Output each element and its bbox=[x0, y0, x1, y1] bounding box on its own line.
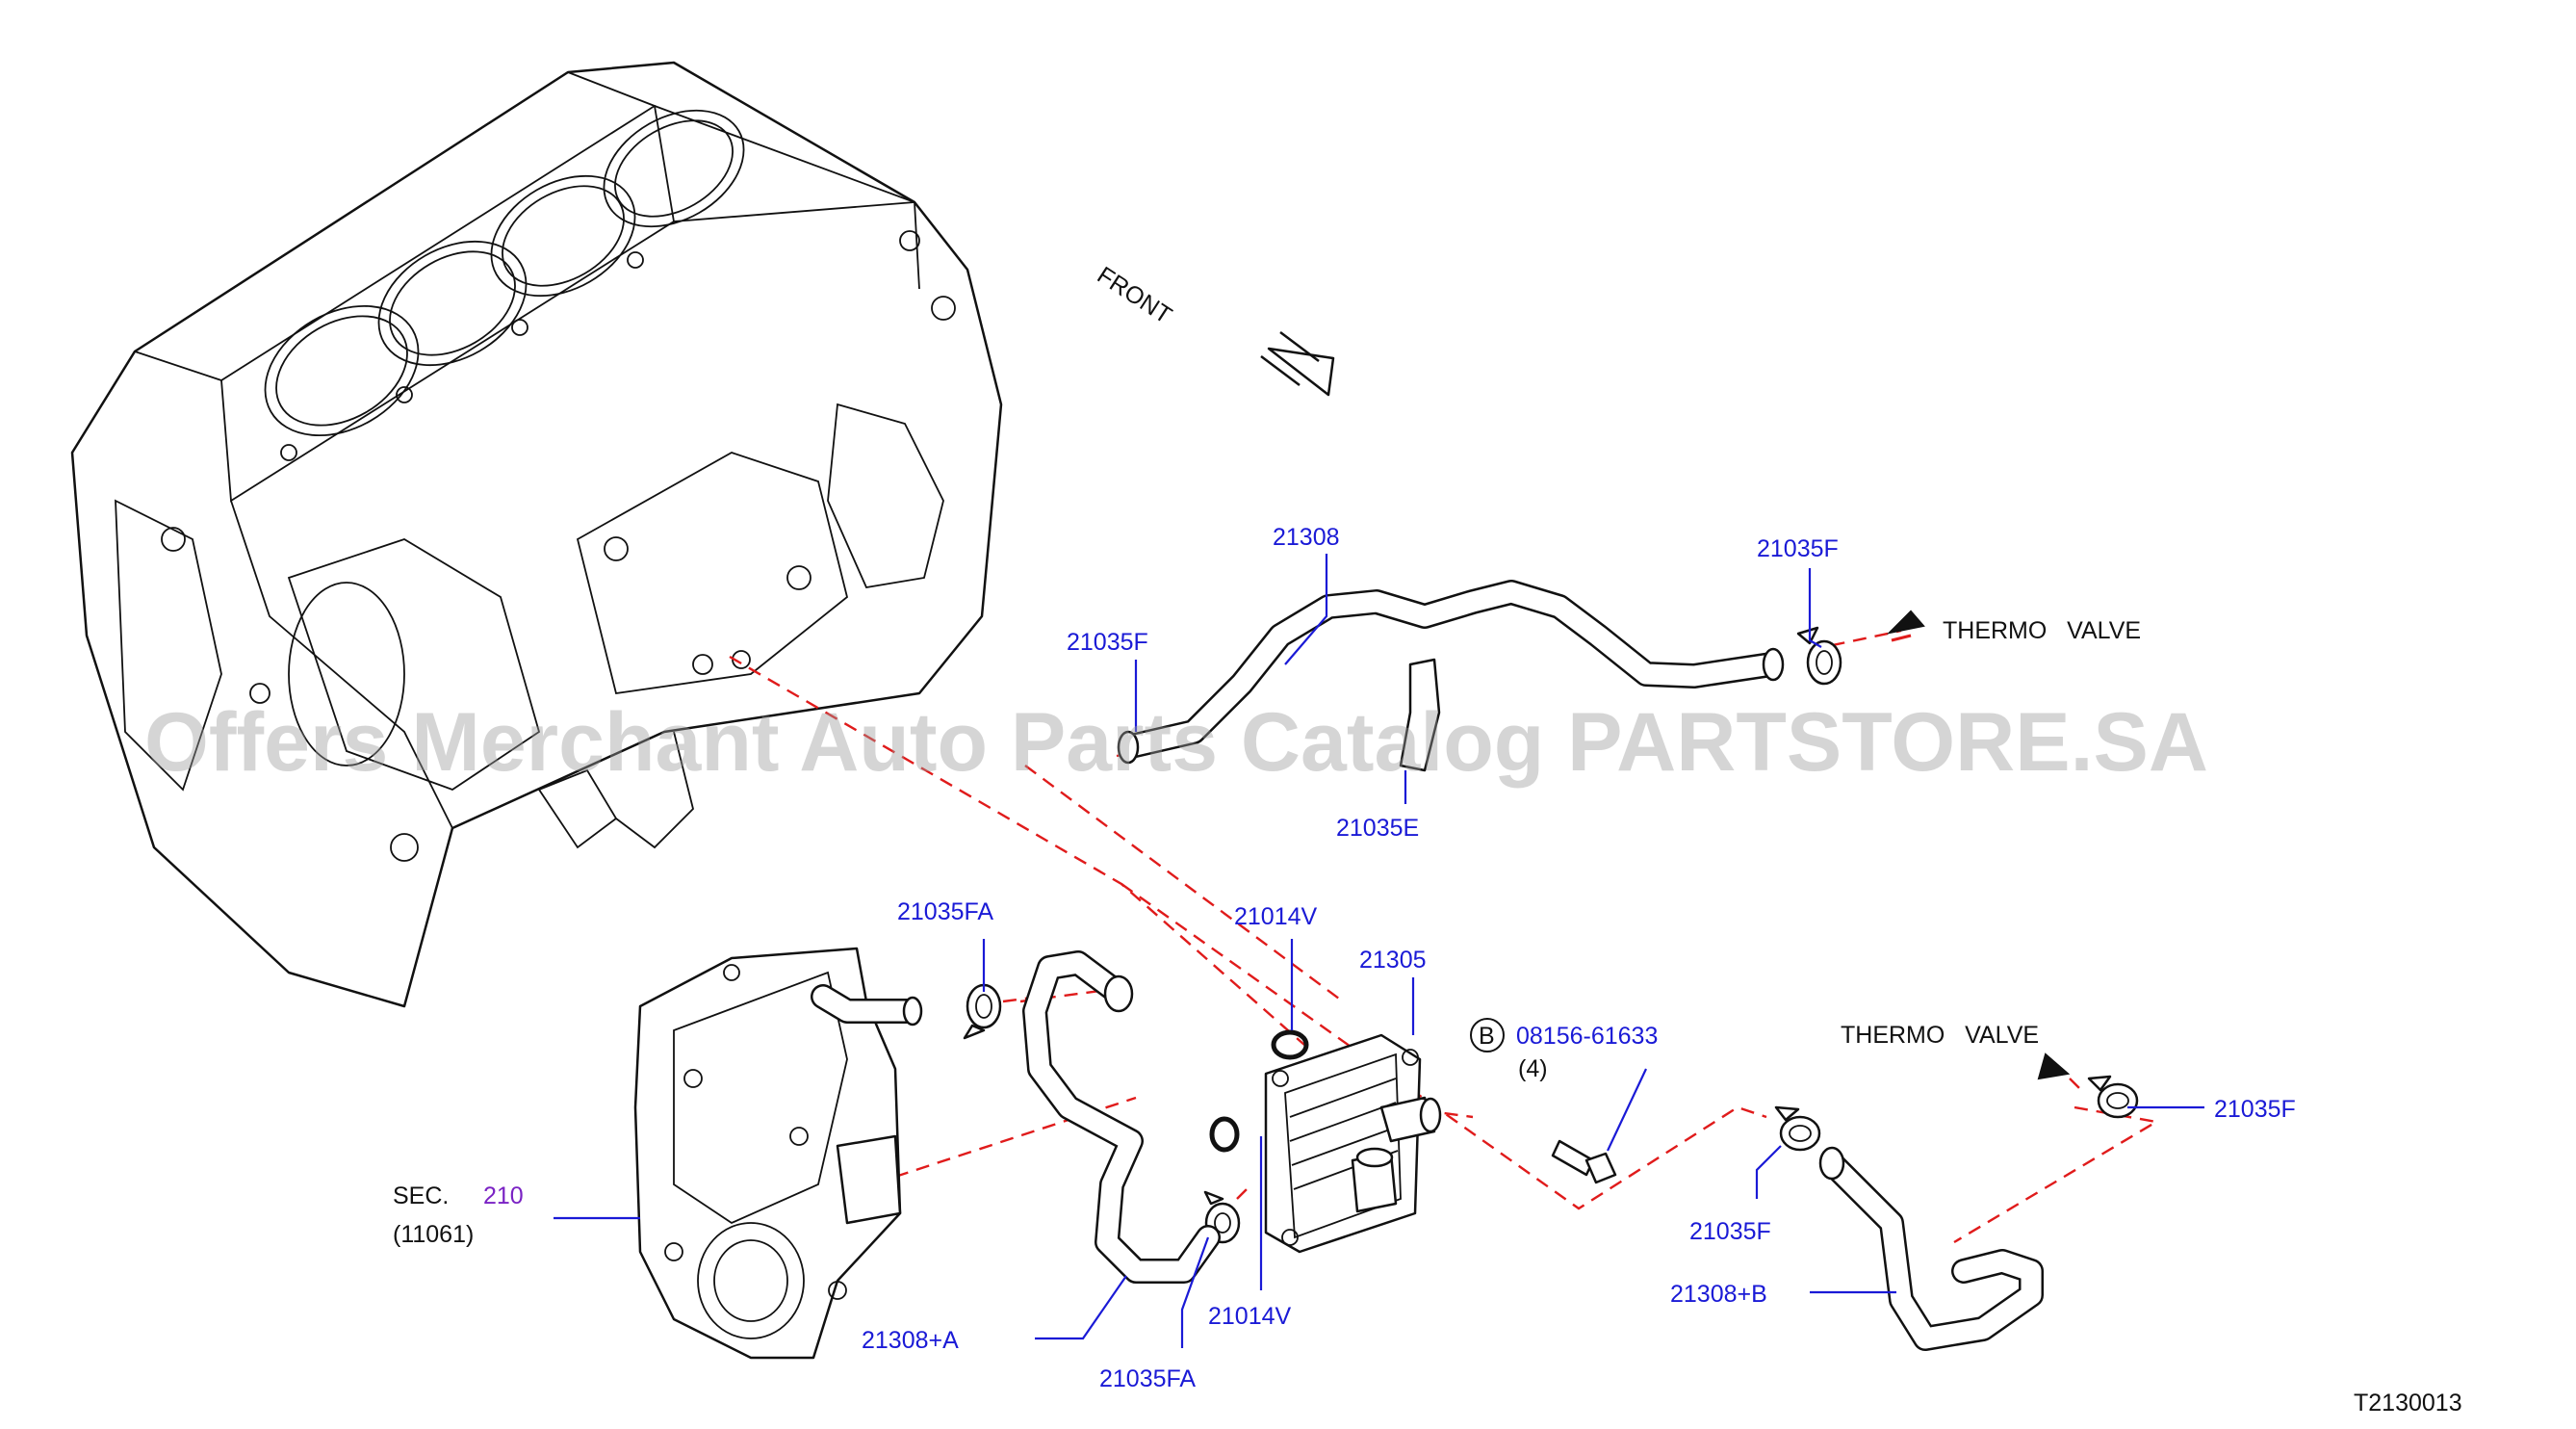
label-21035FA-bottom: 21035FA bbox=[1099, 1365, 1196, 1392]
clamp-21035F-right-illustration bbox=[2087, 1075, 2139, 1119]
bolt-callout: B 08156-61633 (4) bbox=[1470, 1018, 1658, 1082]
engine-block-illustration bbox=[70, 61, 1003, 1008]
front-label: FRONT bbox=[1093, 262, 1176, 329]
hose-21308-illustration bbox=[1117, 580, 1785, 772]
label-21014V-top: 21014V bbox=[1234, 903, 1318, 930]
label-sec-ref: (11061) bbox=[393, 1221, 474, 1248]
label-21035F-left: 21035F bbox=[1067, 629, 1148, 656]
label-21035FA-top: 21035FA bbox=[897, 898, 993, 925]
clamp-21035FA-top-illustration bbox=[963, 983, 1002, 1040]
oil-cooler-21305-illustration bbox=[1264, 1033, 1442, 1254]
label-bolt-code: 08156-61633 bbox=[1516, 1023, 1658, 1050]
clamp-21035F-mid-illustration bbox=[1774, 1105, 1821, 1152]
front-arrow-icon bbox=[1260, 331, 1335, 397]
label-21014V-bottom: 21014V bbox=[1208, 1303, 1292, 1330]
hose-21308B-illustration bbox=[1818, 1146, 2044, 1351]
label-21035F-right: 21035F bbox=[2214, 1096, 2296, 1123]
oring-21014V-top-illustration bbox=[1271, 1029, 1309, 1060]
label-bolt-qty: (4) bbox=[1518, 1055, 1548, 1082]
label-21308: 21308 bbox=[1273, 524, 1340, 551]
label-sec-prefix: SEC. bbox=[393, 1182, 449, 1209]
label-21305: 21305 bbox=[1359, 947, 1427, 974]
label-21035E: 21035E bbox=[1336, 815, 1419, 842]
bolt-illustration bbox=[1551, 1139, 1617, 1184]
label-sec-number[interactable]: 210 bbox=[483, 1182, 524, 1209]
bolt-marker-label: B bbox=[1479, 1023, 1495, 1050]
thermo-valve-right-arrow-icon bbox=[2037, 1052, 2071, 1080]
thermo-valve-right-label: THERMO VALVE bbox=[1841, 1022, 2039, 1049]
clamp-21035F-top-illustration bbox=[1796, 626, 1842, 686]
diagram-code: T2130013 bbox=[2354, 1390, 2462, 1416]
thermo-valve-top-label: THERMO VALVE bbox=[1943, 617, 2141, 644]
callout-leaders bbox=[554, 554, 2204, 1348]
oring-21014V-bottom-illustration bbox=[1209, 1116, 1240, 1153]
label-21035F-mid: 21035F bbox=[1689, 1218, 1771, 1245]
label-21308B: 21308+B bbox=[1670, 1281, 1767, 1308]
watermark: Offers Merchant Auto Parts Catalog PARTS… bbox=[144, 696, 2208, 789]
hose-21308A-illustration bbox=[1022, 950, 1221, 1284]
label-21308A: 21308+A bbox=[862, 1327, 959, 1354]
label-21035F-top: 21035F bbox=[1757, 535, 1839, 562]
thermo-valve-top-arrow-icon bbox=[1886, 610, 1925, 642]
front-cover-sec210-illustration bbox=[633, 947, 923, 1360]
